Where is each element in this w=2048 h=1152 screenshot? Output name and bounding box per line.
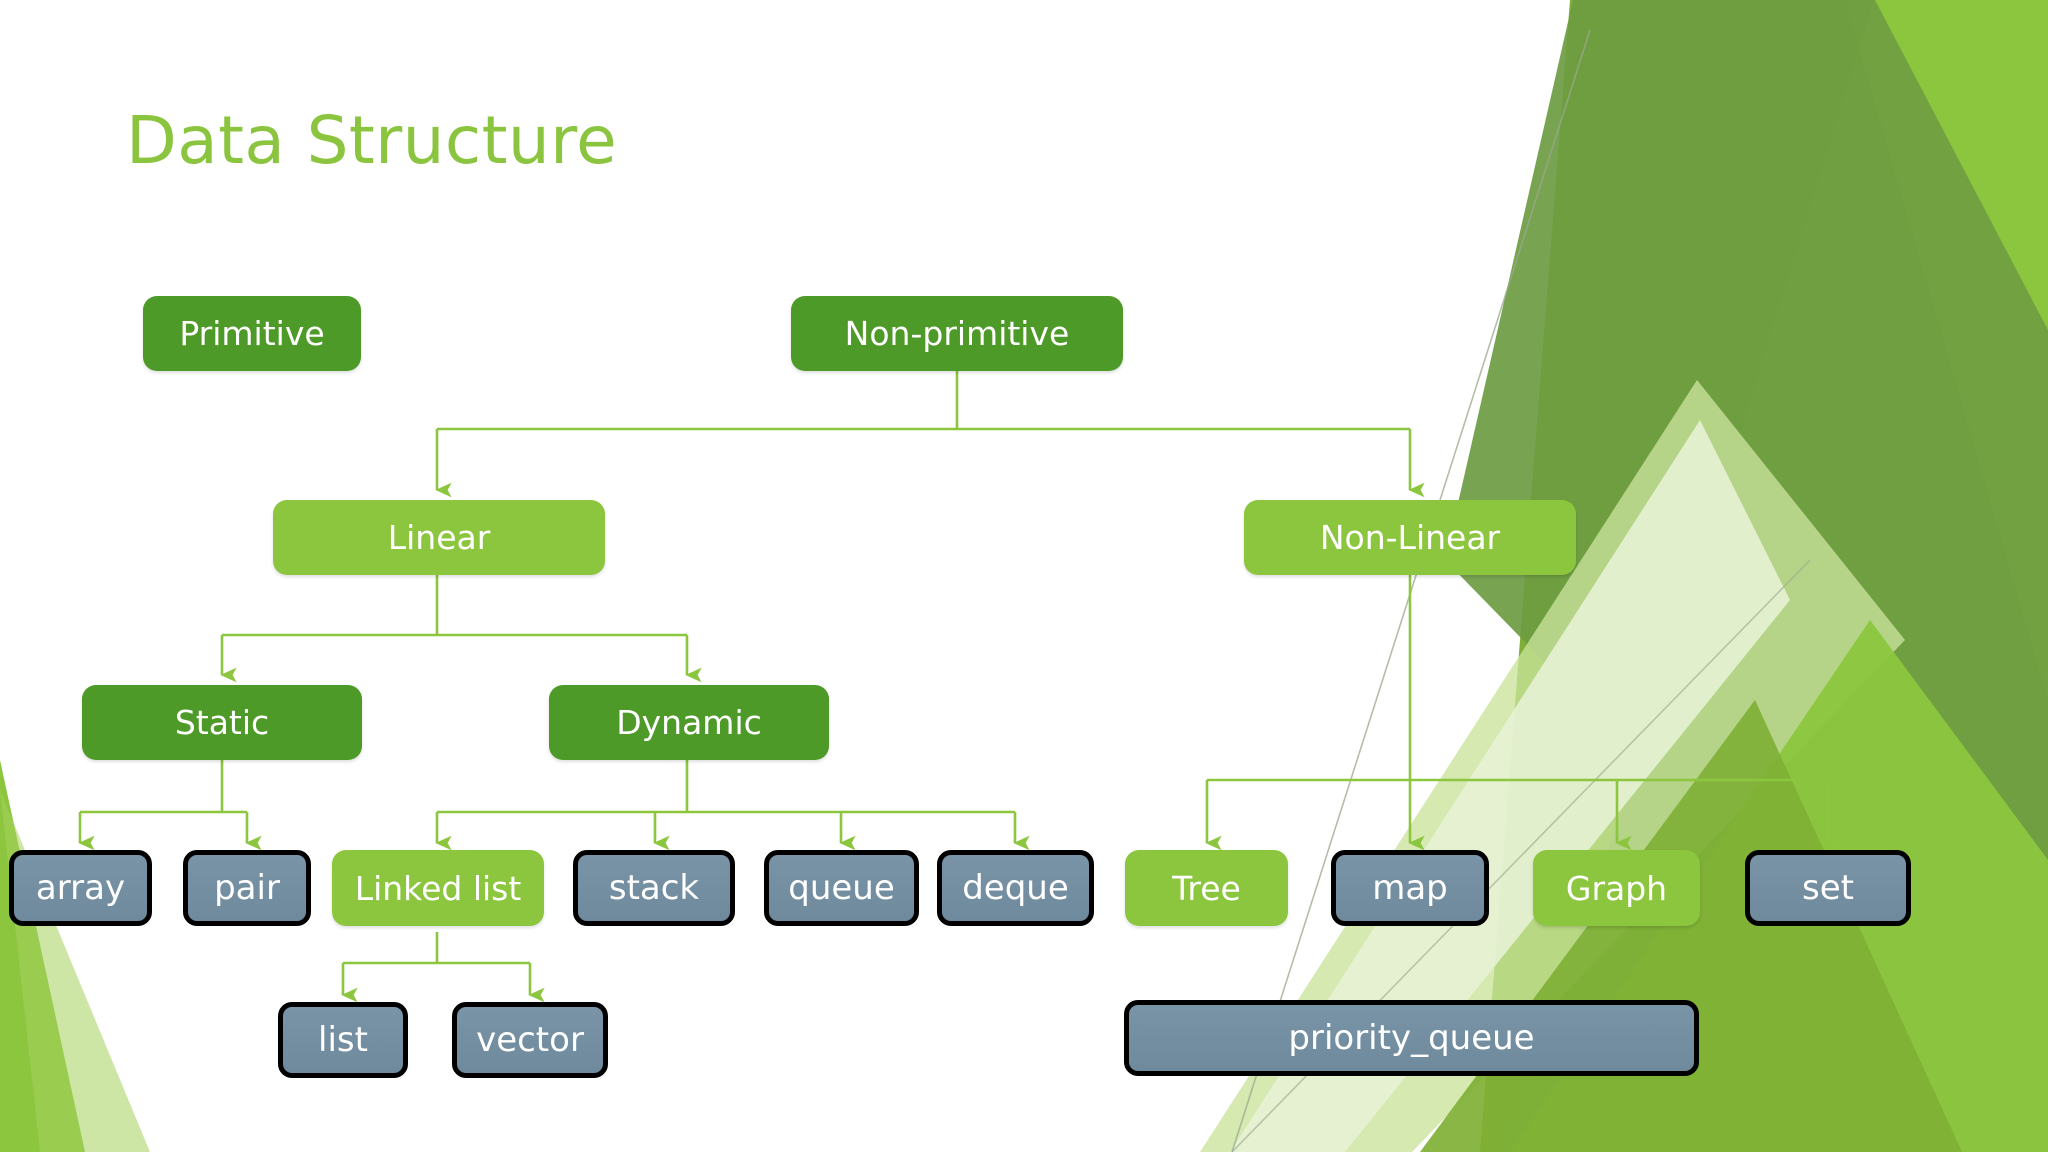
- decor-shape-darkgreen-lower: [1500, 0, 2048, 1152]
- decor-shape-midgreen-right: [1480, 0, 2048, 1152]
- node-queue-label: queue: [788, 868, 895, 908]
- decor-shape-limegreen-far-right: [1700, 0, 2048, 1152]
- node-vector[interactable]: vector: [452, 1002, 608, 1078]
- node-map-label: map: [1372, 868, 1448, 908]
- node-list-label: list: [318, 1020, 368, 1060]
- node-array[interactable]: array: [9, 850, 152, 926]
- node-linked-list[interactable]: Linked list: [332, 850, 544, 926]
- node-static[interactable]: Static: [82, 685, 362, 760]
- node-linear[interactable]: Linear: [273, 500, 605, 575]
- node-linear-label: Linear: [387, 518, 491, 557]
- node-non-linear[interactable]: Non-Linear: [1244, 500, 1576, 575]
- decor-hairline-upper: [1231, 29, 1591, 1152]
- decor-shape-bottom-left-pale: [0, 790, 150, 1152]
- node-tree-label: Tree: [1172, 868, 1241, 908]
- node-queue[interactable]: queue: [764, 850, 919, 926]
- node-stack[interactable]: stack: [573, 850, 735, 926]
- node-set-label: set: [1802, 868, 1854, 908]
- node-pair[interactable]: pair: [183, 850, 311, 926]
- edge-nonprimitive-bus: [437, 371, 1410, 490]
- node-dynamic[interactable]: Dynamic: [549, 685, 829, 760]
- node-graph[interactable]: Graph: [1533, 850, 1700, 926]
- decor-shape-midgreen-bottom: [1420, 700, 1962, 1152]
- page-title: Data Structure: [126, 102, 618, 179]
- node-vector-label: vector: [476, 1020, 584, 1060]
- decor-shape-bottom-left: [0, 760, 85, 1152]
- node-deque[interactable]: deque: [937, 850, 1094, 926]
- node-set[interactable]: set: [1745, 850, 1911, 926]
- node-priority-queue-label: priority_queue: [1288, 1018, 1535, 1058]
- node-non-linear-label: Non-Linear: [1319, 518, 1501, 557]
- node-tree[interactable]: Tree: [1125, 850, 1288, 926]
- decor-shape-darkgreen-main: [1445, 0, 1875, 760]
- node-list[interactable]: list: [278, 1002, 408, 1078]
- node-non-primitive-label: Non-primitive: [844, 314, 1070, 353]
- node-non-primitive[interactable]: Non-primitive: [791, 296, 1123, 371]
- node-pair-label: pair: [214, 868, 280, 908]
- node-deque-label: deque: [962, 868, 1069, 908]
- node-priority-queue[interactable]: priority_queue: [1124, 1000, 1699, 1076]
- node-primitive-label: Primitive: [179, 314, 325, 353]
- node-static-label: Static: [174, 703, 270, 742]
- node-dynamic-label: Dynamic: [616, 703, 762, 742]
- node-primitive[interactable]: Primitive: [143, 296, 361, 371]
- node-map[interactable]: map: [1331, 850, 1489, 926]
- node-linked-list-label: Linked list: [354, 868, 522, 908]
- node-stack-label: stack: [608, 868, 700, 908]
- node-array-label: array: [35, 868, 126, 908]
- node-graph-label: Graph: [1565, 868, 1668, 908]
